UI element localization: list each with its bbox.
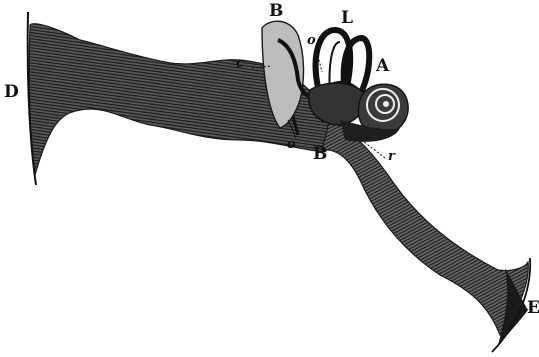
label-L: L xyxy=(341,10,353,27)
label-o-top: o xyxy=(307,34,316,47)
label-B-top: B xyxy=(269,3,283,20)
label-B-bottom: B xyxy=(313,146,327,163)
eustachian-tube xyxy=(322,118,528,335)
label-E: E xyxy=(527,300,539,317)
label-A: A xyxy=(376,58,389,75)
label-D: D xyxy=(4,84,19,101)
label-o-bottom: o xyxy=(287,138,296,151)
label-r: r xyxy=(388,150,395,163)
label-c: c xyxy=(236,57,244,70)
